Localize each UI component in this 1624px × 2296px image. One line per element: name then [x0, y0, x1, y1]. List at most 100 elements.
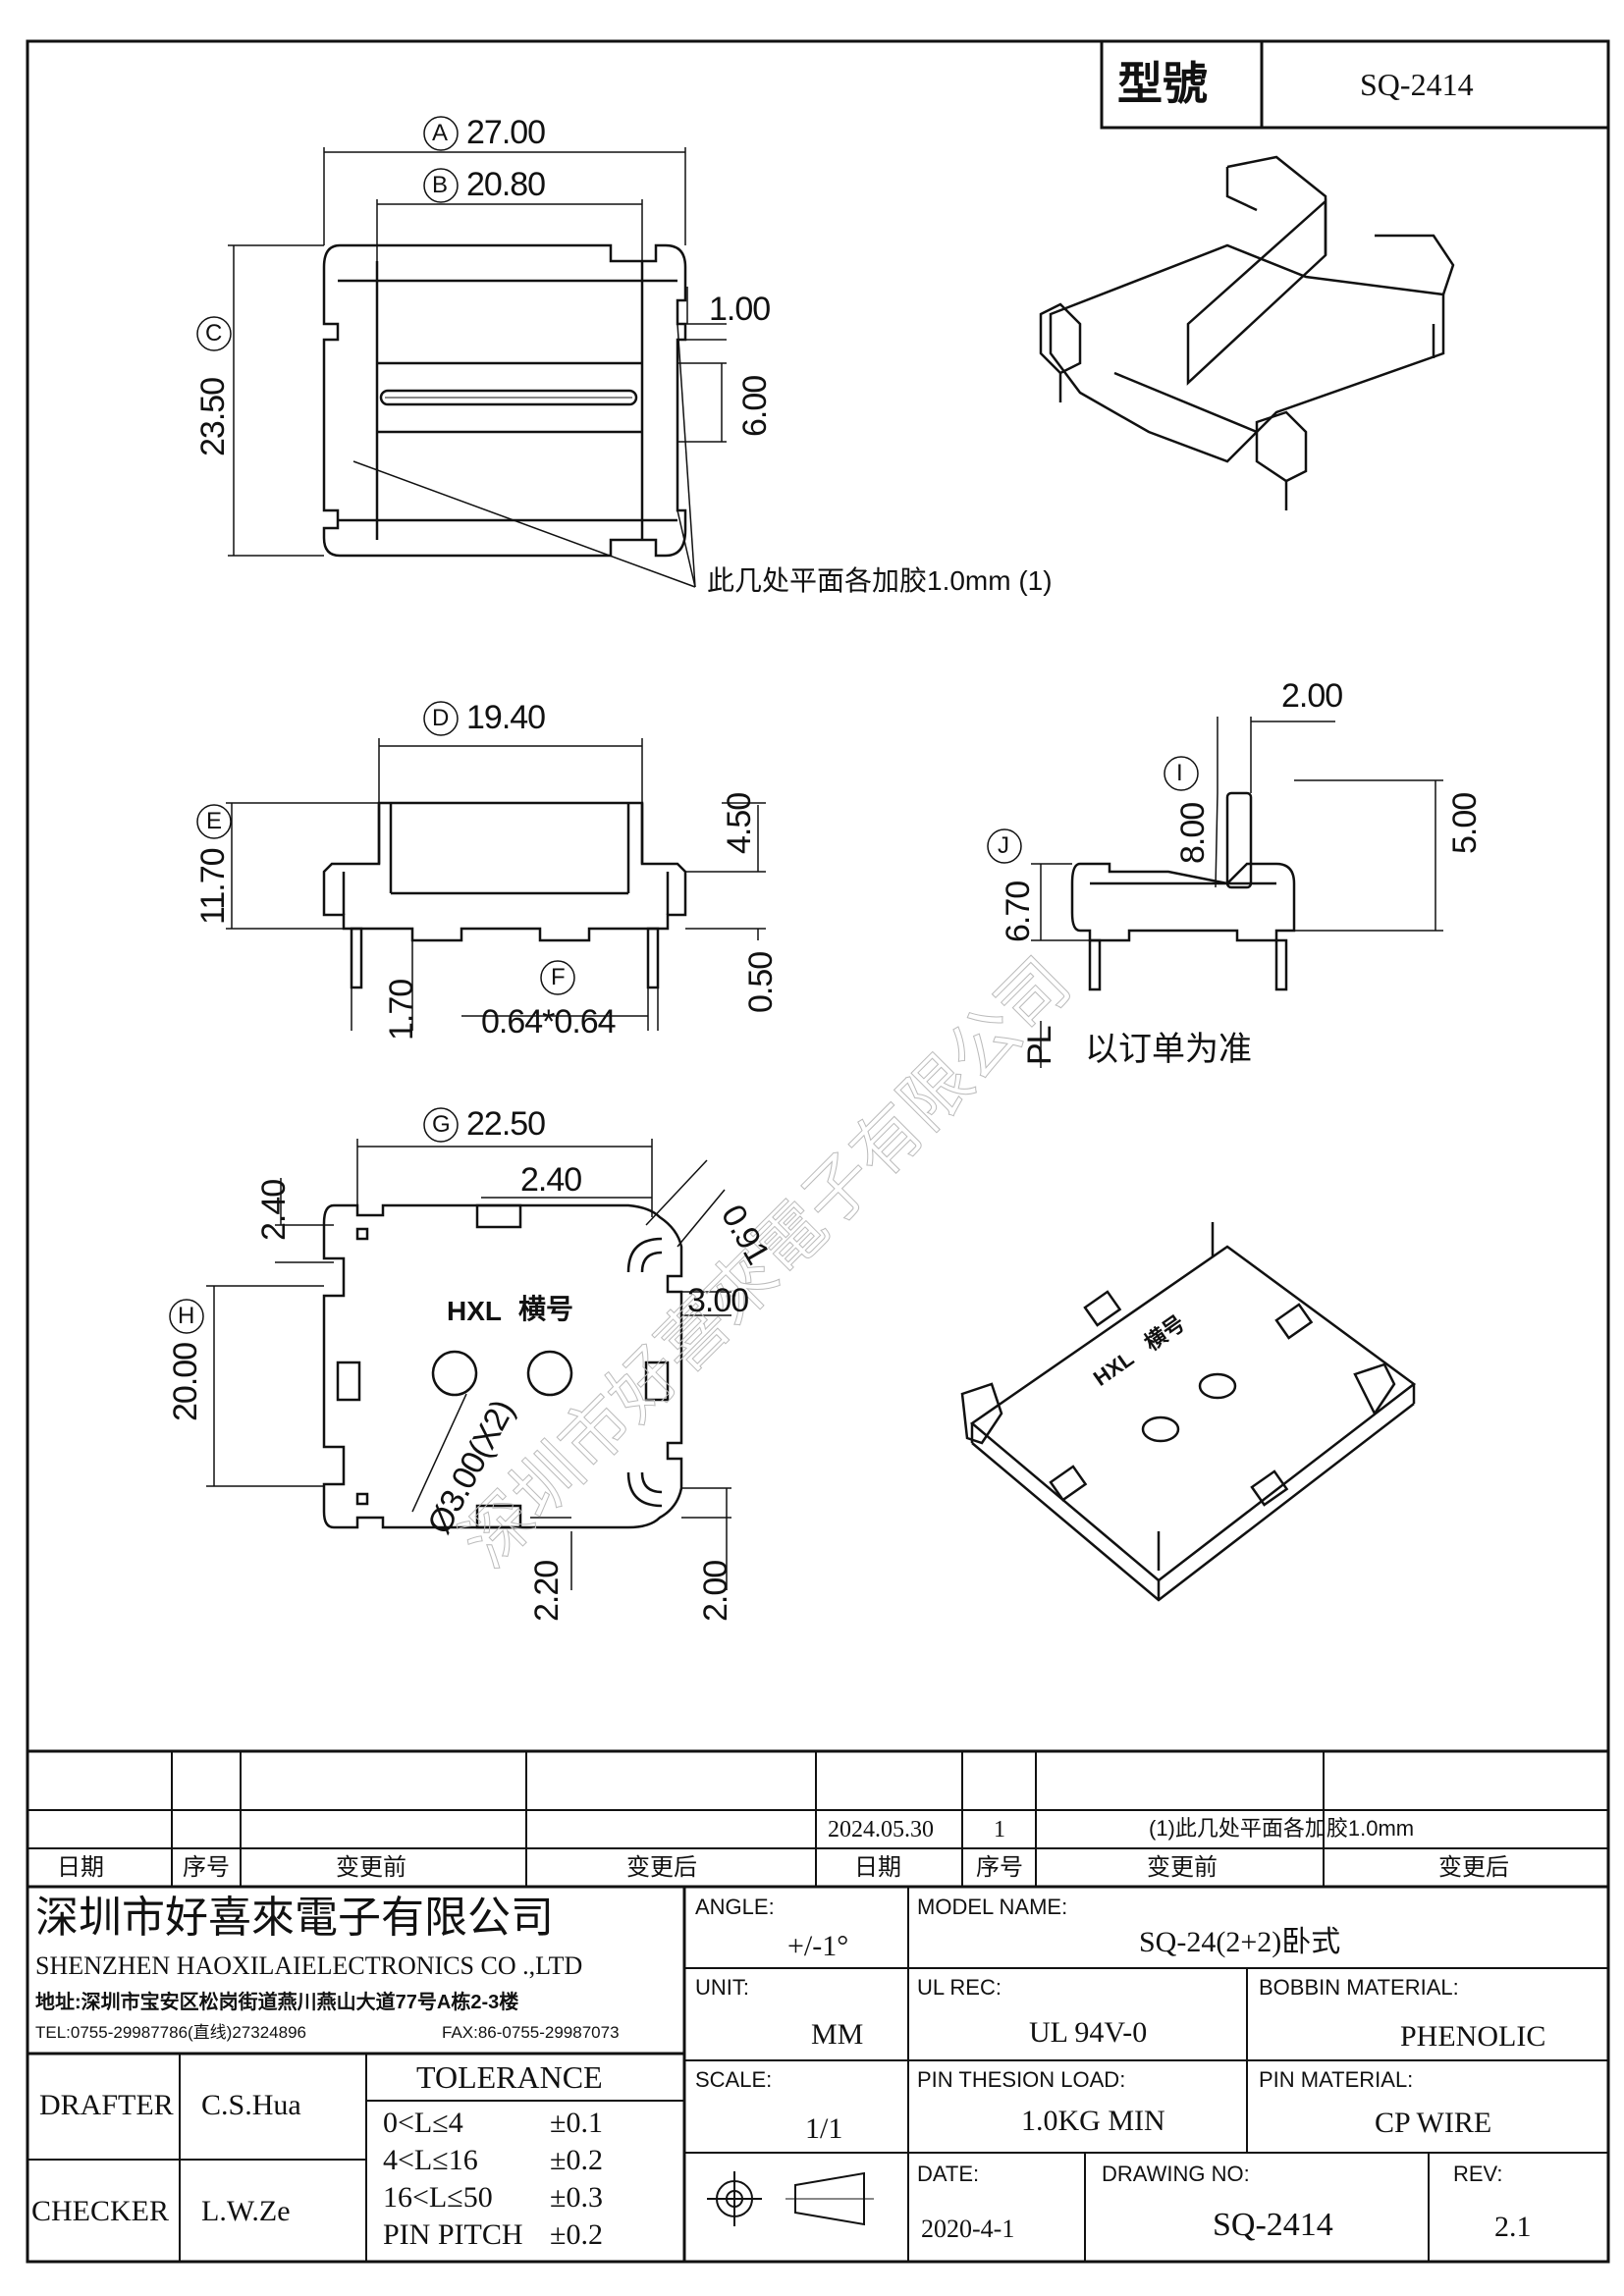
- dim-side-3: 1.70: [383, 979, 420, 1041]
- dim-letter-i: I: [1176, 760, 1183, 786]
- drafter-value: C.S.Hua: [201, 2089, 301, 2121]
- checker-value: L.W.Ze: [201, 2195, 291, 2227]
- dim-letter-g: G: [432, 1111, 451, 1138]
- model-name-label: MODEL NAME:: [917, 1895, 1068, 1919]
- dim-letter-a: A: [432, 120, 449, 146]
- dim-bottom-6: 2.00: [697, 1560, 734, 1622]
- sheet-border: [26, 39, 1610, 2264]
- rev-header-seq-2: 序号: [976, 1854, 1023, 1881]
- dim-top-1: 1.00: [709, 291, 771, 328]
- dim-j-value: 6.70: [1000, 881, 1037, 942]
- tolerance-title: TOLERANCE: [416, 2059, 603, 2095]
- drawing-no-value: SQ-2414: [1213, 2207, 1333, 2243]
- ul-rec-label: UL REC:: [917, 1975, 1001, 2000]
- bobbin-material-label: BOBBIN MATERIAL:: [1259, 1975, 1459, 2000]
- dim-end-1: 2.00: [1281, 677, 1343, 715]
- model-header-value: SQ-2414: [1360, 67, 1474, 102]
- dim-i-value: 8.00: [1174, 802, 1212, 864]
- bobbin-material-value: PHENOLIC: [1400, 2020, 1546, 2053]
- rev-entry-after: (1)此几处平面各加胶1.0mm: [1149, 1816, 1415, 1841]
- scale-value: 1/1: [805, 2112, 843, 2145]
- dim-letter-b: B: [432, 172, 449, 198]
- model-header-label: 型號: [1117, 58, 1208, 109]
- tolerance-range-4: PIN PITCH: [383, 2218, 523, 2251]
- checker-label: CHECKER: [31, 2195, 170, 2227]
- tolerance-value-2: ±0.2: [550, 2144, 603, 2176]
- pin-material-label: PIN MATERIAL:: [1259, 2067, 1414, 2092]
- dim-a-value: 27.00: [466, 114, 546, 151]
- dim-bottom-2: 2.40: [520, 1161, 582, 1199]
- dim-bottom-1: 2.40: [255, 1179, 293, 1241]
- company-name-cn: 深圳市好喜來電子有限公司: [35, 1894, 554, 1942]
- dim-letter-j: J: [998, 832, 1009, 859]
- angle-value: +/-1°: [787, 1930, 849, 1962]
- drafter-label: DRAFTER: [39, 2089, 174, 2121]
- dimension-letter-circles: [169, 116, 1199, 1334]
- pl-note: 以订单为准: [1085, 1031, 1252, 1068]
- dim-top-2: 6.00: [736, 375, 774, 437]
- tolerance-range-1: 0<L≤4: [383, 2107, 463, 2139]
- drawing-no-label: DRAWING NO:: [1102, 2162, 1250, 2186]
- tolerance-range-2: 4<L≤16: [383, 2144, 478, 2176]
- glue-note: 此几处平面各加胶1.0mm (1): [707, 565, 1053, 596]
- top-view: [322, 243, 696, 588]
- projection-symbol: [707, 2171, 874, 2226]
- company-name-en: SHENZHEN HAOXILAIELECTRONICS CO .,LTD: [35, 1951, 583, 1980]
- tolerance-value-1: ±0.1: [550, 2107, 603, 2139]
- pin-load-label: PIN THESION LOAD:: [917, 2067, 1126, 2092]
- iso-view-bottom: [960, 1222, 1417, 1602]
- model-name-value: SQ-24(2+2)卧式: [1139, 1926, 1341, 1958]
- dim-side-2: 0.50: [742, 951, 780, 1013]
- company-tel: TEL:0755-29987786(直线)27324896: [35, 2023, 306, 2042]
- part-marking-brand: HXL: [447, 1296, 502, 1326]
- dim-c-value: 23.50: [194, 377, 232, 456]
- date-value: 2020-4-1: [921, 2215, 1015, 2243]
- rev-header-after-2: 变更后: [1438, 1854, 1509, 1881]
- dim-d-value: 19.40: [466, 699, 546, 736]
- dim-e-value: 11.70: [194, 848, 232, 925]
- dim-g-value: 22.50: [466, 1105, 546, 1143]
- rev-label: REV:: [1453, 2162, 1503, 2186]
- model-header-box: [1100, 39, 1610, 130]
- company-fax: FAX:86-0755-29987073: [442, 2023, 620, 2042]
- dim-bottom-5: 2.20: [528, 1560, 566, 1622]
- date-label: DATE:: [917, 2162, 980, 2186]
- rev-header-before-1: 变更前: [336, 1854, 406, 1881]
- dim-letter-d: D: [432, 705, 450, 731]
- rev-value: 2.1: [1494, 2211, 1532, 2243]
- pl-label: PL: [1021, 1026, 1058, 1065]
- top-view-dims: [228, 147, 727, 557]
- rev-header-before-2: 变更前: [1147, 1854, 1218, 1881]
- dim-letter-c: C: [205, 320, 223, 347]
- iso-view-top: [1039, 155, 1455, 510]
- scale-label: SCALE:: [695, 2067, 773, 2092]
- title-block-grid: [27, 1887, 1608, 2262]
- unit-label: UNIT:: [695, 1975, 749, 2000]
- rev-header-after-1: 变更后: [626, 1854, 697, 1881]
- end-view: [1070, 791, 1296, 991]
- dim-bottom-4: 3.00: [687, 1282, 749, 1319]
- company-address: 地址:深圳市宝安区松岗街道燕川燕山大道77号A栋2-3楼: [35, 1992, 519, 2013]
- tolerance-value-3: ±0.3: [550, 2181, 603, 2214]
- angle-label: ANGLE:: [695, 1895, 775, 1919]
- dim-letter-e: E: [206, 808, 223, 834]
- end-view-dims: [1031, 717, 1443, 1068]
- side-view: [322, 801, 687, 989]
- revision-table-grid: [27, 1749, 1608, 1889]
- rev-entry-seq: 1: [994, 1817, 1005, 1842]
- pin-load-value: 1.0KG MIN: [1021, 2105, 1165, 2137]
- dim-letter-f: F: [551, 964, 566, 990]
- dim-side-1: 4.50: [721, 792, 758, 854]
- side-view-dims: [226, 738, 766, 1031]
- rev-entry-date: 2024.05.30: [828, 1817, 934, 1842]
- bottom-view: [322, 1203, 683, 1529]
- part-marking-text: 横号: [518, 1294, 574, 1324]
- pin-material-value: CP WIRE: [1375, 2107, 1492, 2139]
- dim-letter-h: H: [178, 1303, 195, 1329]
- rev-header-date-2: 日期: [854, 1854, 901, 1881]
- dim-f-value: 0.64*0.64: [481, 1003, 617, 1041]
- rev-header-date-1: 日期: [57, 1854, 104, 1881]
- rev-header-seq-1: 序号: [183, 1854, 230, 1881]
